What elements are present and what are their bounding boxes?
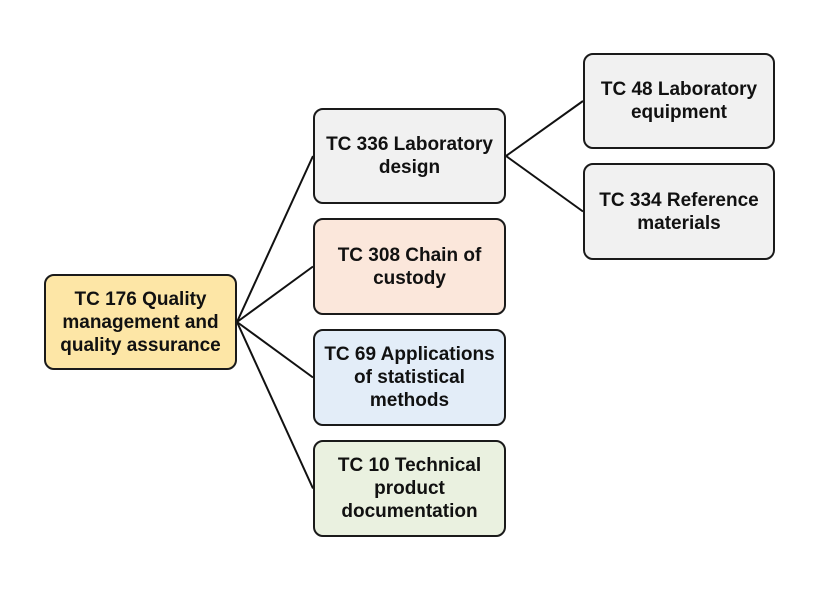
node-label: TC 308 Chain of custody [337, 244, 482, 289]
node-label: TC 334 Reference materials [599, 189, 759, 234]
node-label: TC 176 Quality management and quality as… [60, 288, 221, 356]
node-tc69-statistical-methods: TC 69 Applications of statistical method… [313, 329, 506, 426]
node-tc10-technical-documentation: TC 10 Technical product documentation [313, 440, 506, 537]
connector-root-308 [236, 265, 314, 323]
node-label: TC 48 Laboratory equipment [600, 79, 758, 123]
node-tc308-chain-of-custody: TC 308 Chain of custody [313, 218, 506, 315]
connector-root-69 [236, 321, 314, 379]
connector-root-10 [236, 321, 314, 489]
node-tc48-laboratory-equipment: TC 48 Laboratory equipment [583, 53, 775, 149]
node-label: TC 69 Applications of statistical method… [324, 344, 495, 411]
node-tc334-reference-materials: TC 334 Reference materials [583, 163, 775, 260]
node-label: TC 336 Laboratory design [326, 134, 493, 178]
connector-root-336 [236, 155, 314, 323]
node-tc176-quality-management: TC 176 Quality management and quality as… [44, 274, 237, 370]
connector-336-48 [505, 100, 584, 157]
node-tc336-laboratory-design: TC 336 Laboratory design [313, 108, 506, 204]
connector-336-334 [505, 155, 584, 213]
node-label: TC 10 Technical product documentation [337, 455, 482, 522]
